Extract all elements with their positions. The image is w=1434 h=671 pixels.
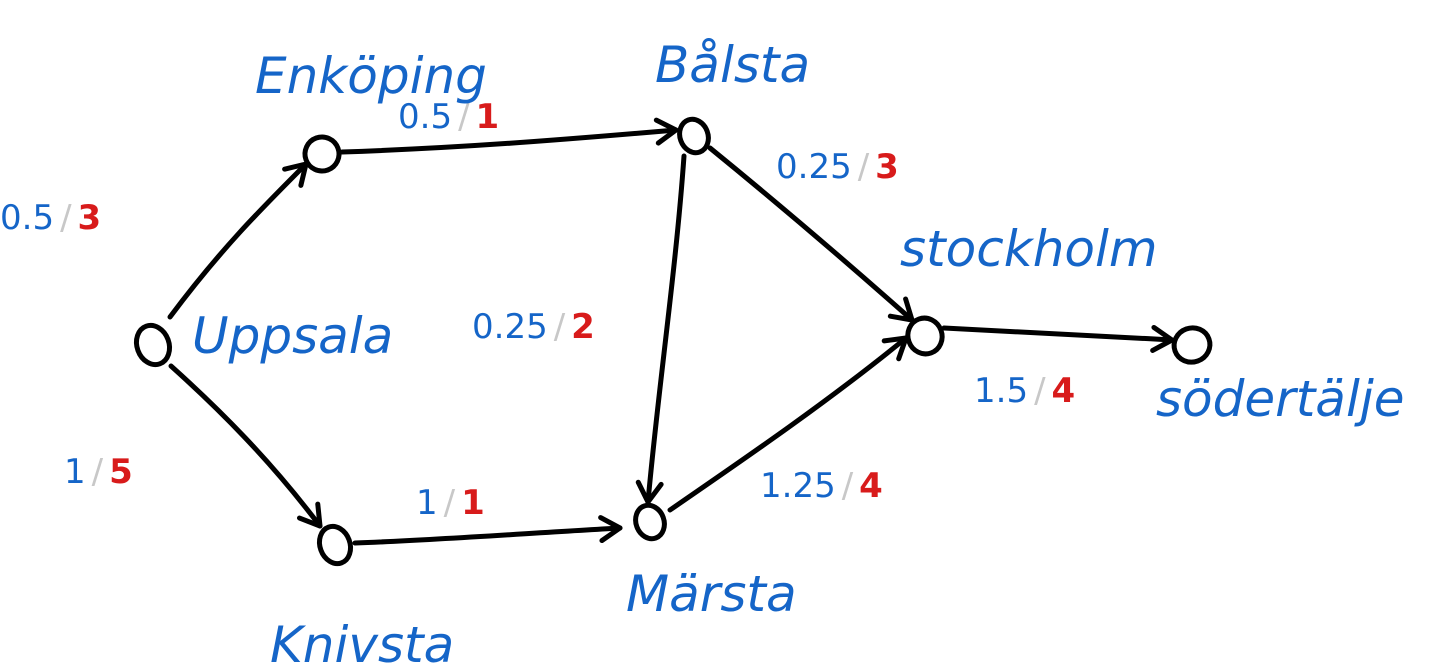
separator-slash: / [444, 483, 456, 523]
edge-label-stockholm-sodertalje: 1.5/4 [974, 371, 1075, 411]
arrowhead-enkoping-balsta [653, 117, 679, 146]
edge-label-knivsta-marsta: 1/1 [416, 483, 485, 523]
flow-value: 0.25 [776, 147, 852, 187]
separator-slash: / [458, 97, 470, 137]
node-label-sodertalje: södertälje [1156, 370, 1405, 428]
edge-line-marsta-stockholm [667, 335, 909, 513]
separator-slash: / [842, 466, 854, 506]
edge-label-balsta-marsta: 0.25/2 [472, 307, 595, 347]
arrowhead-balsta-stockholm [887, 296, 915, 323]
node-stockholm [905, 315, 945, 357]
edge-balsta-marsta [635, 153, 687, 505]
separator-slash: / [858, 147, 870, 187]
edge-line-uppsala-knivsta [168, 363, 323, 529]
capacity-value: 2 [571, 307, 595, 347]
edge-line-balsta-stockholm [707, 145, 915, 323]
flow-value: 1.5 [974, 371, 1028, 411]
edge-knivsta-marsta [352, 515, 623, 546]
separator-slash: / [92, 452, 104, 492]
separator-slash: / [60, 198, 72, 238]
capacity-value: 4 [859, 466, 883, 506]
edge-label-uppsala-knivsta: 1/5 [64, 452, 133, 492]
edge-line-balsta-marsta [645, 153, 687, 505]
node-label-stockholm: stockholm [900, 220, 1158, 278]
edge-line-enkoping-balsta [339, 127, 679, 155]
capacity-value: 3 [875, 147, 899, 187]
arrowhead-stockholm-sodertalje [1150, 324, 1175, 353]
node-label-knivsta: Knivsta [270, 616, 454, 671]
edge-stockholm-sodertalje [941, 324, 1175, 353]
capacity-value: 1 [476, 97, 500, 137]
separator-slash: / [554, 307, 566, 347]
node-sodertalje [1171, 325, 1213, 365]
node-knivsta [316, 523, 354, 567]
separator-slash: / [1034, 371, 1046, 411]
flow-value: 1.25 [760, 466, 836, 506]
capacity-value: 4 [1052, 371, 1076, 411]
flow-value: 0.5 [0, 198, 54, 238]
edge-balsta-stockholm [707, 145, 915, 323]
edge-line-knivsta-marsta [352, 525, 623, 546]
node-marsta [633, 502, 667, 542]
node-label-uppsala: Uppsala [192, 307, 393, 365]
edge-uppsala-enkoping [167, 161, 309, 320]
arrowhead-uppsala-knivsta [296, 501, 323, 529]
arrowhead-balsta-marsta [635, 479, 664, 505]
capacity-value: 1 [461, 483, 485, 523]
node-balsta [677, 116, 711, 156]
arrowhead-knivsta-marsta [598, 515, 623, 544]
edge-uppsala-knivsta [168, 363, 323, 529]
node-label-balsta: Bålsta [655, 36, 810, 94]
flow-value: 0.25 [472, 307, 548, 347]
edge-label-enkoping-balsta: 0.5/1 [398, 97, 499, 137]
flow-value: 1 [416, 483, 438, 523]
capacity-value: 5 [109, 452, 133, 492]
labels-layer: 0.5/31/50.5/11/10.25/20.25/31.25/41.5/4U… [0, 36, 1405, 671]
flow-value: 1 [64, 452, 86, 492]
edge-enkoping-balsta [339, 117, 679, 155]
nodes-layer [133, 116, 1213, 567]
node-uppsala [133, 322, 173, 368]
edge-line-stockholm-sodertalje [941, 325, 1175, 343]
flow-value: 0.5 [398, 97, 452, 137]
edge-label-balsta-stockholm: 0.25/3 [776, 147, 899, 187]
node-enkoping [302, 134, 342, 174]
capacity-value: 3 [78, 198, 102, 238]
node-label-enkoping: Enköping [255, 47, 487, 105]
edge-label-marsta-stockholm: 1.25/4 [760, 466, 883, 506]
node-label-marsta: Märsta [626, 565, 797, 623]
edge-label-uppsala-enkoping: 0.5/3 [0, 198, 101, 238]
edge-line-uppsala-enkoping [167, 161, 309, 320]
